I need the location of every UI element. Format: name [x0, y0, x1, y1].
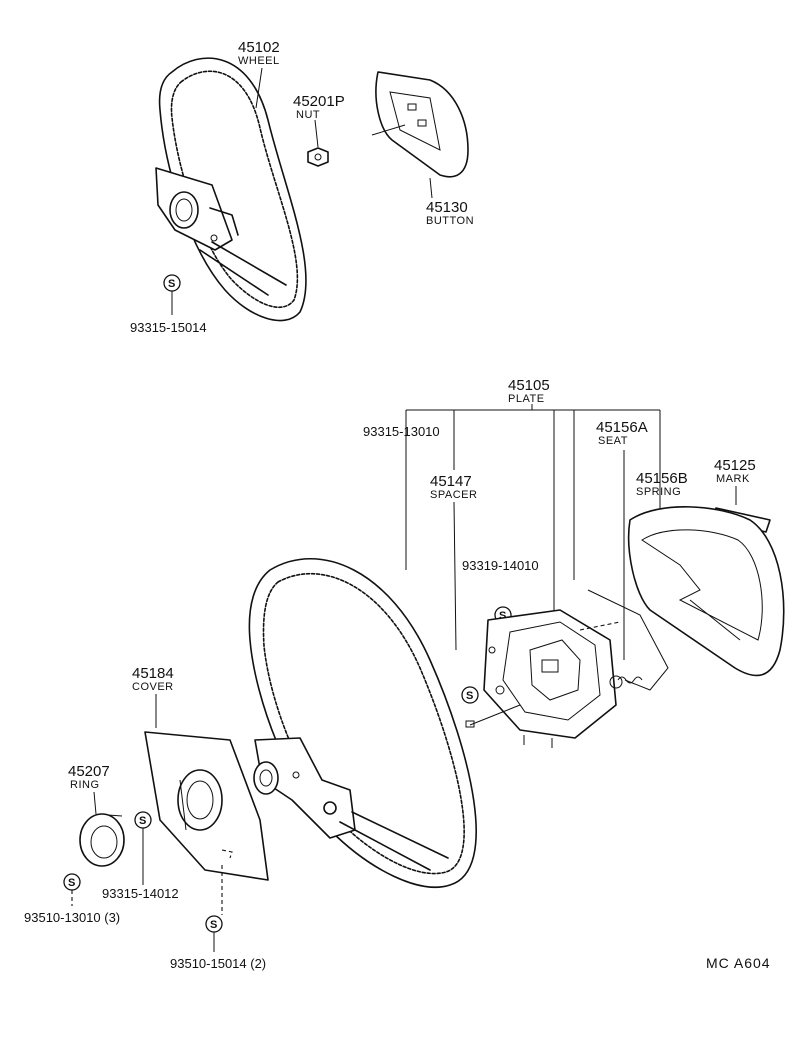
- spacer-symbol[interactable]: S: [461, 686, 479, 704]
- svg-text:S: S: [499, 610, 506, 622]
- label-ring: 45207 RING: [68, 763, 110, 815]
- horn-pad-cover-part[interactable]: [627, 506, 785, 677]
- label-nut: 45201P NUT: [293, 93, 345, 121]
- svg-text:RING: RING: [70, 779, 100, 791]
- svg-text:45156B: 45156B: [636, 470, 688, 487]
- svg-text:93315-13010: 93315-13010: [363, 424, 440, 439]
- svg-text:45156A: 45156A: [596, 419, 648, 436]
- steering-wheel-lower[interactable]: [248, 557, 477, 889]
- label-cover: 45184 COVER: [132, 665, 174, 728]
- svg-text:S: S: [139, 815, 146, 827]
- label-mark: 45125 MARK: [714, 457, 756, 505]
- svg-text:93319-14010: 93319-14010: [462, 558, 539, 573]
- svg-text:PLATE: PLATE: [508, 393, 545, 405]
- screw-ring-symbol[interactable]: S 93315-14012: [102, 811, 179, 901]
- svg-text:SEAT: SEAT: [598, 435, 628, 447]
- svg-text:NUT: NUT: [296, 109, 320, 121]
- svg-text:S: S: [68, 877, 75, 889]
- svg-text:BUTTON: BUTTON: [426, 215, 474, 227]
- svg-text:S: S: [168, 278, 175, 290]
- label-bolt-plate: 93315-13010: [363, 424, 440, 439]
- label-spring: 45156B SPRING: [636, 470, 688, 498]
- svg-text:45105: 45105: [508, 377, 550, 394]
- bolt-upper[interactable]: S 93315-15014: [130, 274, 207, 335]
- svg-text:45130: 45130: [426, 199, 468, 216]
- svg-text:45102: 45102: [238, 39, 280, 56]
- svg-text:45147: 45147: [430, 473, 472, 490]
- label-wheel-upper: 45102 WHEEL: [238, 39, 280, 109]
- svg-text:93510-15014 (2): 93510-15014 (2): [170, 956, 266, 971]
- screw-cover-symbol[interactable]: S 93510-15014 (2): [170, 865, 266, 971]
- svg-text:S: S: [210, 919, 217, 931]
- svg-text:COVER: COVER: [132, 681, 174, 693]
- cover-part[interactable]: [144, 731, 269, 881]
- svg-text:45125: 45125: [714, 457, 756, 474]
- screw-small-symbol[interactable]: S 93510-13010 (3): [24, 873, 120, 925]
- drawing-reference: MC A604: [706, 955, 771, 971]
- svg-text:45184: 45184: [132, 665, 174, 682]
- svg-text:45207: 45207: [68, 763, 110, 780]
- svg-text:WHEEL: WHEEL: [238, 55, 280, 67]
- horn-button-part[interactable]: [371, 71, 469, 199]
- svg-text:45201P: 45201P: [293, 93, 345, 110]
- svg-text:MARK: MARK: [716, 473, 750, 485]
- svg-text:93510-13010 (3): 93510-13010 (3): [24, 910, 120, 925]
- horn-plate-mechanism[interactable]: [465, 589, 669, 748]
- label-spacer: 45147 SPACER: [430, 473, 477, 651]
- svg-text:93315-15014: 93315-15014: [130, 320, 207, 335]
- nut-part[interactable]: [307, 119, 329, 167]
- svg-text:SPRING: SPRING: [636, 486, 681, 498]
- svg-text:MC A604: MC A604: [706, 955, 771, 971]
- label-screw-plate: 93319-14010: [462, 558, 539, 573]
- svg-text:SPACER: SPACER: [430, 489, 477, 501]
- label-seat: 45156A SEAT: [596, 419, 648, 660]
- svg-text:S: S: [466, 690, 473, 702]
- steering-wheel-upper[interactable]: [155, 57, 307, 322]
- label-button: 45130 BUTTON: [426, 199, 474, 227]
- ring-part[interactable]: [79, 813, 125, 867]
- svg-text:93315-14012: 93315-14012: [102, 886, 179, 901]
